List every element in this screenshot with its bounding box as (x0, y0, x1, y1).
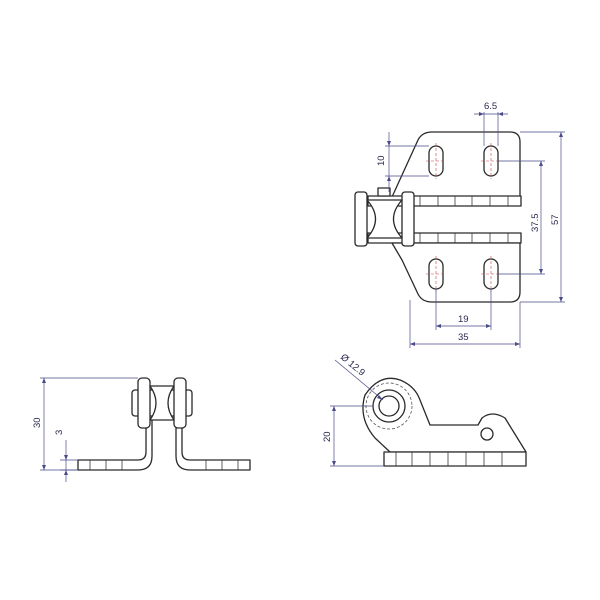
dim-overall-height: 57 (550, 214, 561, 225)
dim-slot-offset: 10 (376, 155, 387, 166)
front-view: 6.5 10 37.5 57 19 35 (354, 101, 565, 348)
lower-plate (391, 242, 521, 303)
dim-hole-spacing-horizontal: 19 (458, 314, 469, 325)
profile-view: Ø 12.9 20 (322, 352, 527, 467)
upper-plate (391, 131, 521, 198)
small-hole (480, 427, 494, 441)
bore-inner (378, 395, 400, 417)
profile-base (383, 451, 527, 467)
pulley-wheel (354, 187, 415, 247)
dim-slot-width: 6.5 (484, 101, 497, 112)
dim-side-height: 30 (32, 417, 43, 428)
dim-side-thickness: 3 (54, 430, 65, 435)
dim-profile-height: 20 (322, 431, 333, 442)
dim-overall-width: 35 (458, 332, 469, 343)
side-view: 30 3 (32, 377, 251, 482)
dim-hole-spacing-vertical: 37.5 (530, 214, 541, 233)
